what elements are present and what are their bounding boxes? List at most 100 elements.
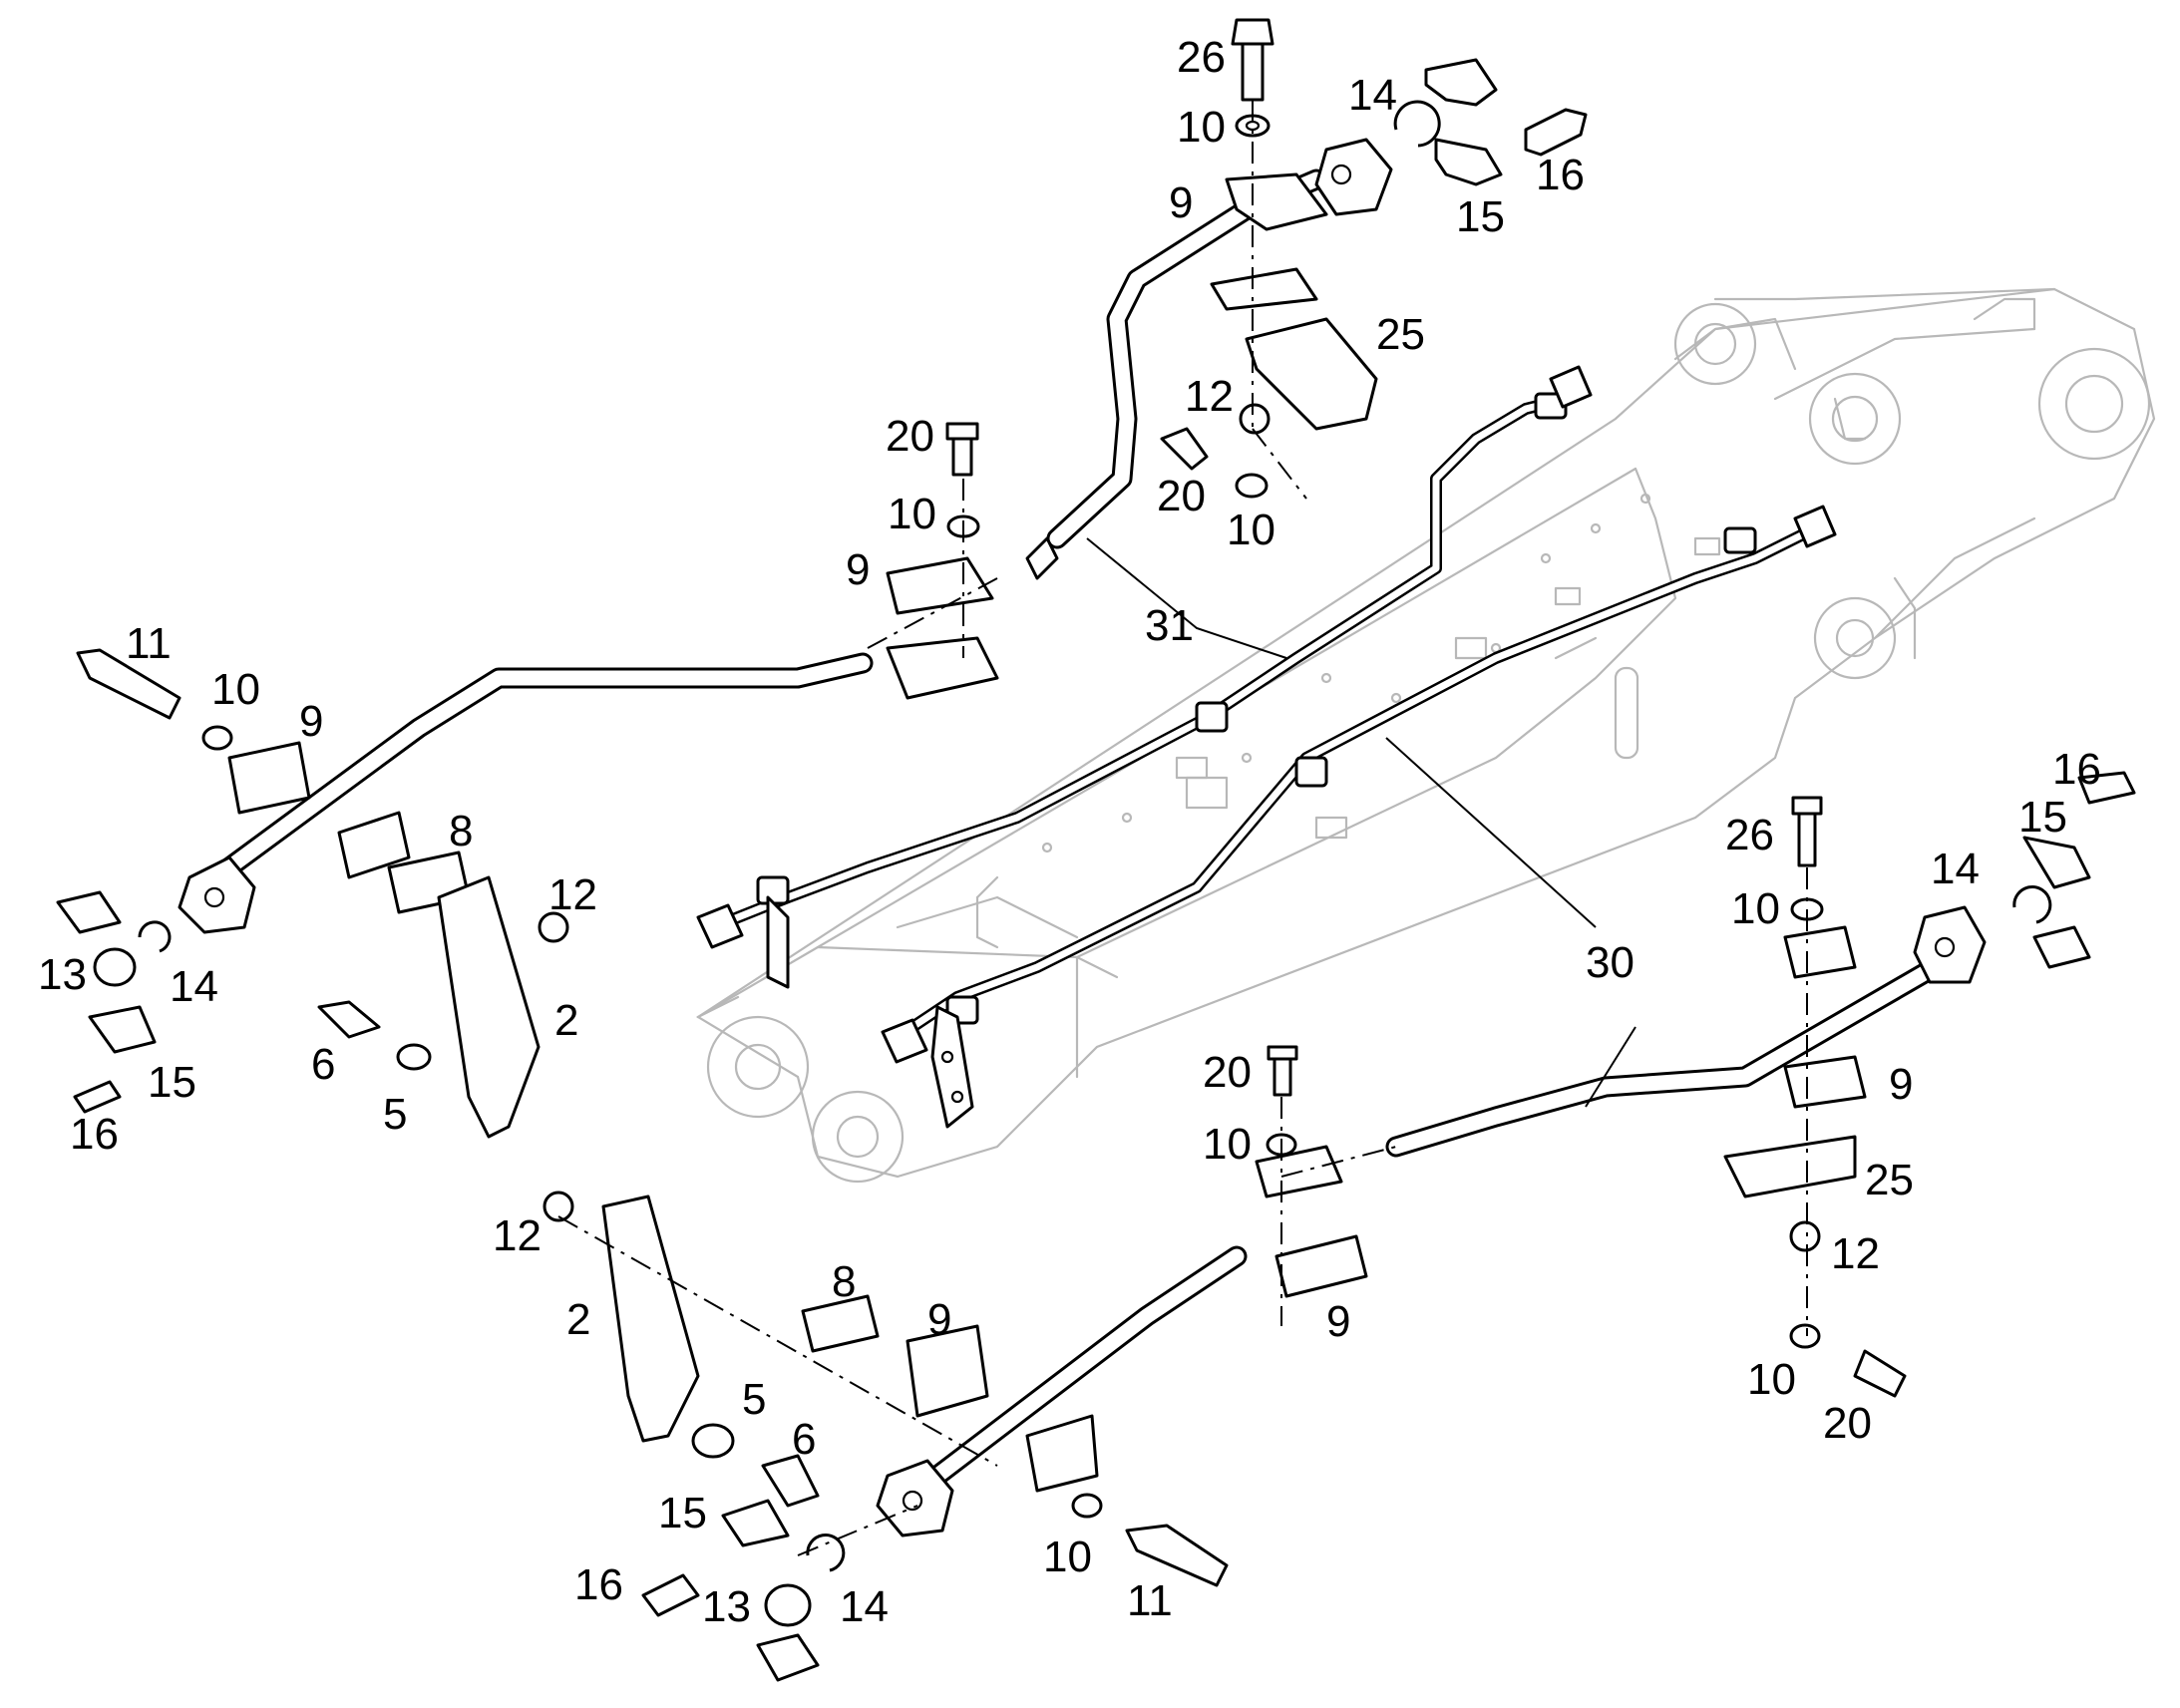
callout-10: 10 (1227, 506, 1275, 554)
clamp-8-left (337, 811, 411, 879)
callout-9: 9 (846, 545, 870, 594)
callout-9: 9 (299, 697, 323, 746)
callout-2: 2 (566, 1295, 590, 1344)
spacer-8-bottom (801, 1294, 880, 1353)
bolt-20-right (1853, 1349, 1907, 1398)
callout-10: 10 (1203, 1120, 1252, 1169)
callout-15: 15 (658, 1489, 707, 1537)
clamp-9-left-lower (886, 636, 999, 700)
bolt-16-right (2077, 771, 2136, 805)
callout-8: 8 (832, 1257, 856, 1306)
bolt-20-top (1160, 427, 1209, 471)
clamp-9-bottom-a (906, 1324, 989, 1418)
callout-13: 13 (38, 950, 87, 999)
flanges (178, 138, 1987, 1537)
callout-10: 10 (1747, 1355, 1796, 1404)
bolt-head-26-right (1791, 796, 1823, 816)
callout-26: 26 (1725, 811, 1774, 859)
half-flange-15-bottom-a (721, 1499, 790, 1547)
callout-16: 16 (70, 1110, 119, 1159)
ring-14-top (1393, 100, 1441, 148)
assembly-centerlines (557, 100, 1808, 1556)
clamp-9-left (886, 556, 994, 615)
boom-clamps (696, 365, 1837, 1129)
washer-10-right-b (1789, 1323, 1821, 1349)
washer-5-left (396, 1043, 432, 1071)
callout-2: 2 (554, 996, 578, 1045)
clamp-9-top-lower (1210, 267, 1318, 311)
callouts: 26 10 14 16 9 15 25 12 20 20 10 10 9 31 … (38, 33, 2101, 1631)
callout-26: 26 (1177, 33, 1226, 82)
bolt-11-left (76, 648, 182, 720)
callout-16: 16 (1536, 151, 1585, 199)
nut-12-right (1789, 1220, 1821, 1252)
callout-20: 20 (886, 412, 934, 461)
callout-9: 9 (927, 1295, 951, 1344)
bolt-6-bottom (761, 1454, 820, 1508)
callout-13: 13 (702, 1582, 751, 1631)
plate-2-bottom (601, 1195, 700, 1443)
nut-12-bottom (543, 1191, 574, 1222)
washer-5-bottom (691, 1423, 735, 1459)
half-flange-15-top-b (1434, 138, 1503, 186)
callout-20: 20 (1823, 1399, 1872, 1448)
callout-31: 31 (1145, 601, 1194, 650)
callout-15: 15 (148, 1058, 196, 1107)
bolt-11-bottom (1125, 1524, 1229, 1587)
clamp-9-right (1783, 925, 1857, 979)
nut-12-left (538, 911, 569, 943)
callout-10: 10 (888, 490, 936, 538)
callout-15: 15 (2018, 793, 2067, 842)
callout-14: 14 (1348, 71, 1397, 120)
washer-10-top-b (1235, 473, 1269, 499)
callout-6: 6 (792, 1415, 816, 1464)
callout-20: 20 (1203, 1048, 1252, 1097)
washer-10-bottom (1071, 1493, 1103, 1519)
callout-14: 14 (840, 1582, 889, 1631)
half-flange-15-right-b (2032, 925, 2091, 969)
callout-9: 9 (1326, 1297, 1350, 1346)
pipe-30-right (1385, 956, 1946, 1158)
washer-10-left-b (201, 725, 233, 751)
pipe-31-left (218, 652, 874, 878)
bolt-head-26-top (1231, 18, 1274, 46)
callout-10: 10 (1731, 884, 1780, 933)
half-flange-15-top-a (1424, 58, 1498, 107)
half-flange-15-left-a (56, 890, 122, 934)
callout-15: 15 (1456, 192, 1505, 241)
clamp-9-right-lower (1783, 1055, 1867, 1109)
half-flange-15-right-a (2022, 836, 2091, 889)
callout-10: 10 (1043, 1533, 1092, 1581)
callout-25: 25 (1865, 1156, 1914, 1204)
callout-5: 5 (742, 1375, 766, 1424)
callout-25: 25 (1376, 310, 1425, 359)
bolt-6-left (317, 1000, 381, 1039)
callout-10: 10 (211, 665, 260, 714)
pipe-31-on-boom (710, 393, 1568, 933)
callout-14: 14 (170, 962, 218, 1011)
bracket-25-top (1245, 317, 1378, 431)
ring-14-right (2012, 884, 2052, 924)
callout-12: 12 (1831, 1229, 1880, 1278)
callout-8: 8 (449, 807, 473, 855)
callout-16: 16 (574, 1560, 623, 1609)
callout-30: 30 (1586, 938, 1635, 987)
ring-14-bottom (806, 1533, 846, 1572)
bolt-head-20-left (945, 422, 979, 441)
bolt-16-top (1524, 108, 1588, 157)
callout-5: 5 (383, 1090, 407, 1139)
plug-13-left (93, 947, 137, 987)
callout-20: 20 (1157, 472, 1206, 520)
ring-14-left (138, 920, 172, 953)
half-flange-15-bottom-b (756, 1633, 820, 1682)
callout-9: 9 (1889, 1060, 1913, 1109)
callout-9: 9 (1169, 178, 1193, 227)
bolt-16-left (73, 1080, 122, 1114)
half-flange-15-left-b (88, 1005, 157, 1054)
bracket-25-right (1723, 1135, 1857, 1198)
clamp-9-mid-lower (1274, 1234, 1368, 1298)
bolt-head-20-mid (1267, 1045, 1298, 1061)
callout-11: 11 (1127, 1576, 1173, 1625)
callout-14: 14 (1931, 845, 1980, 893)
